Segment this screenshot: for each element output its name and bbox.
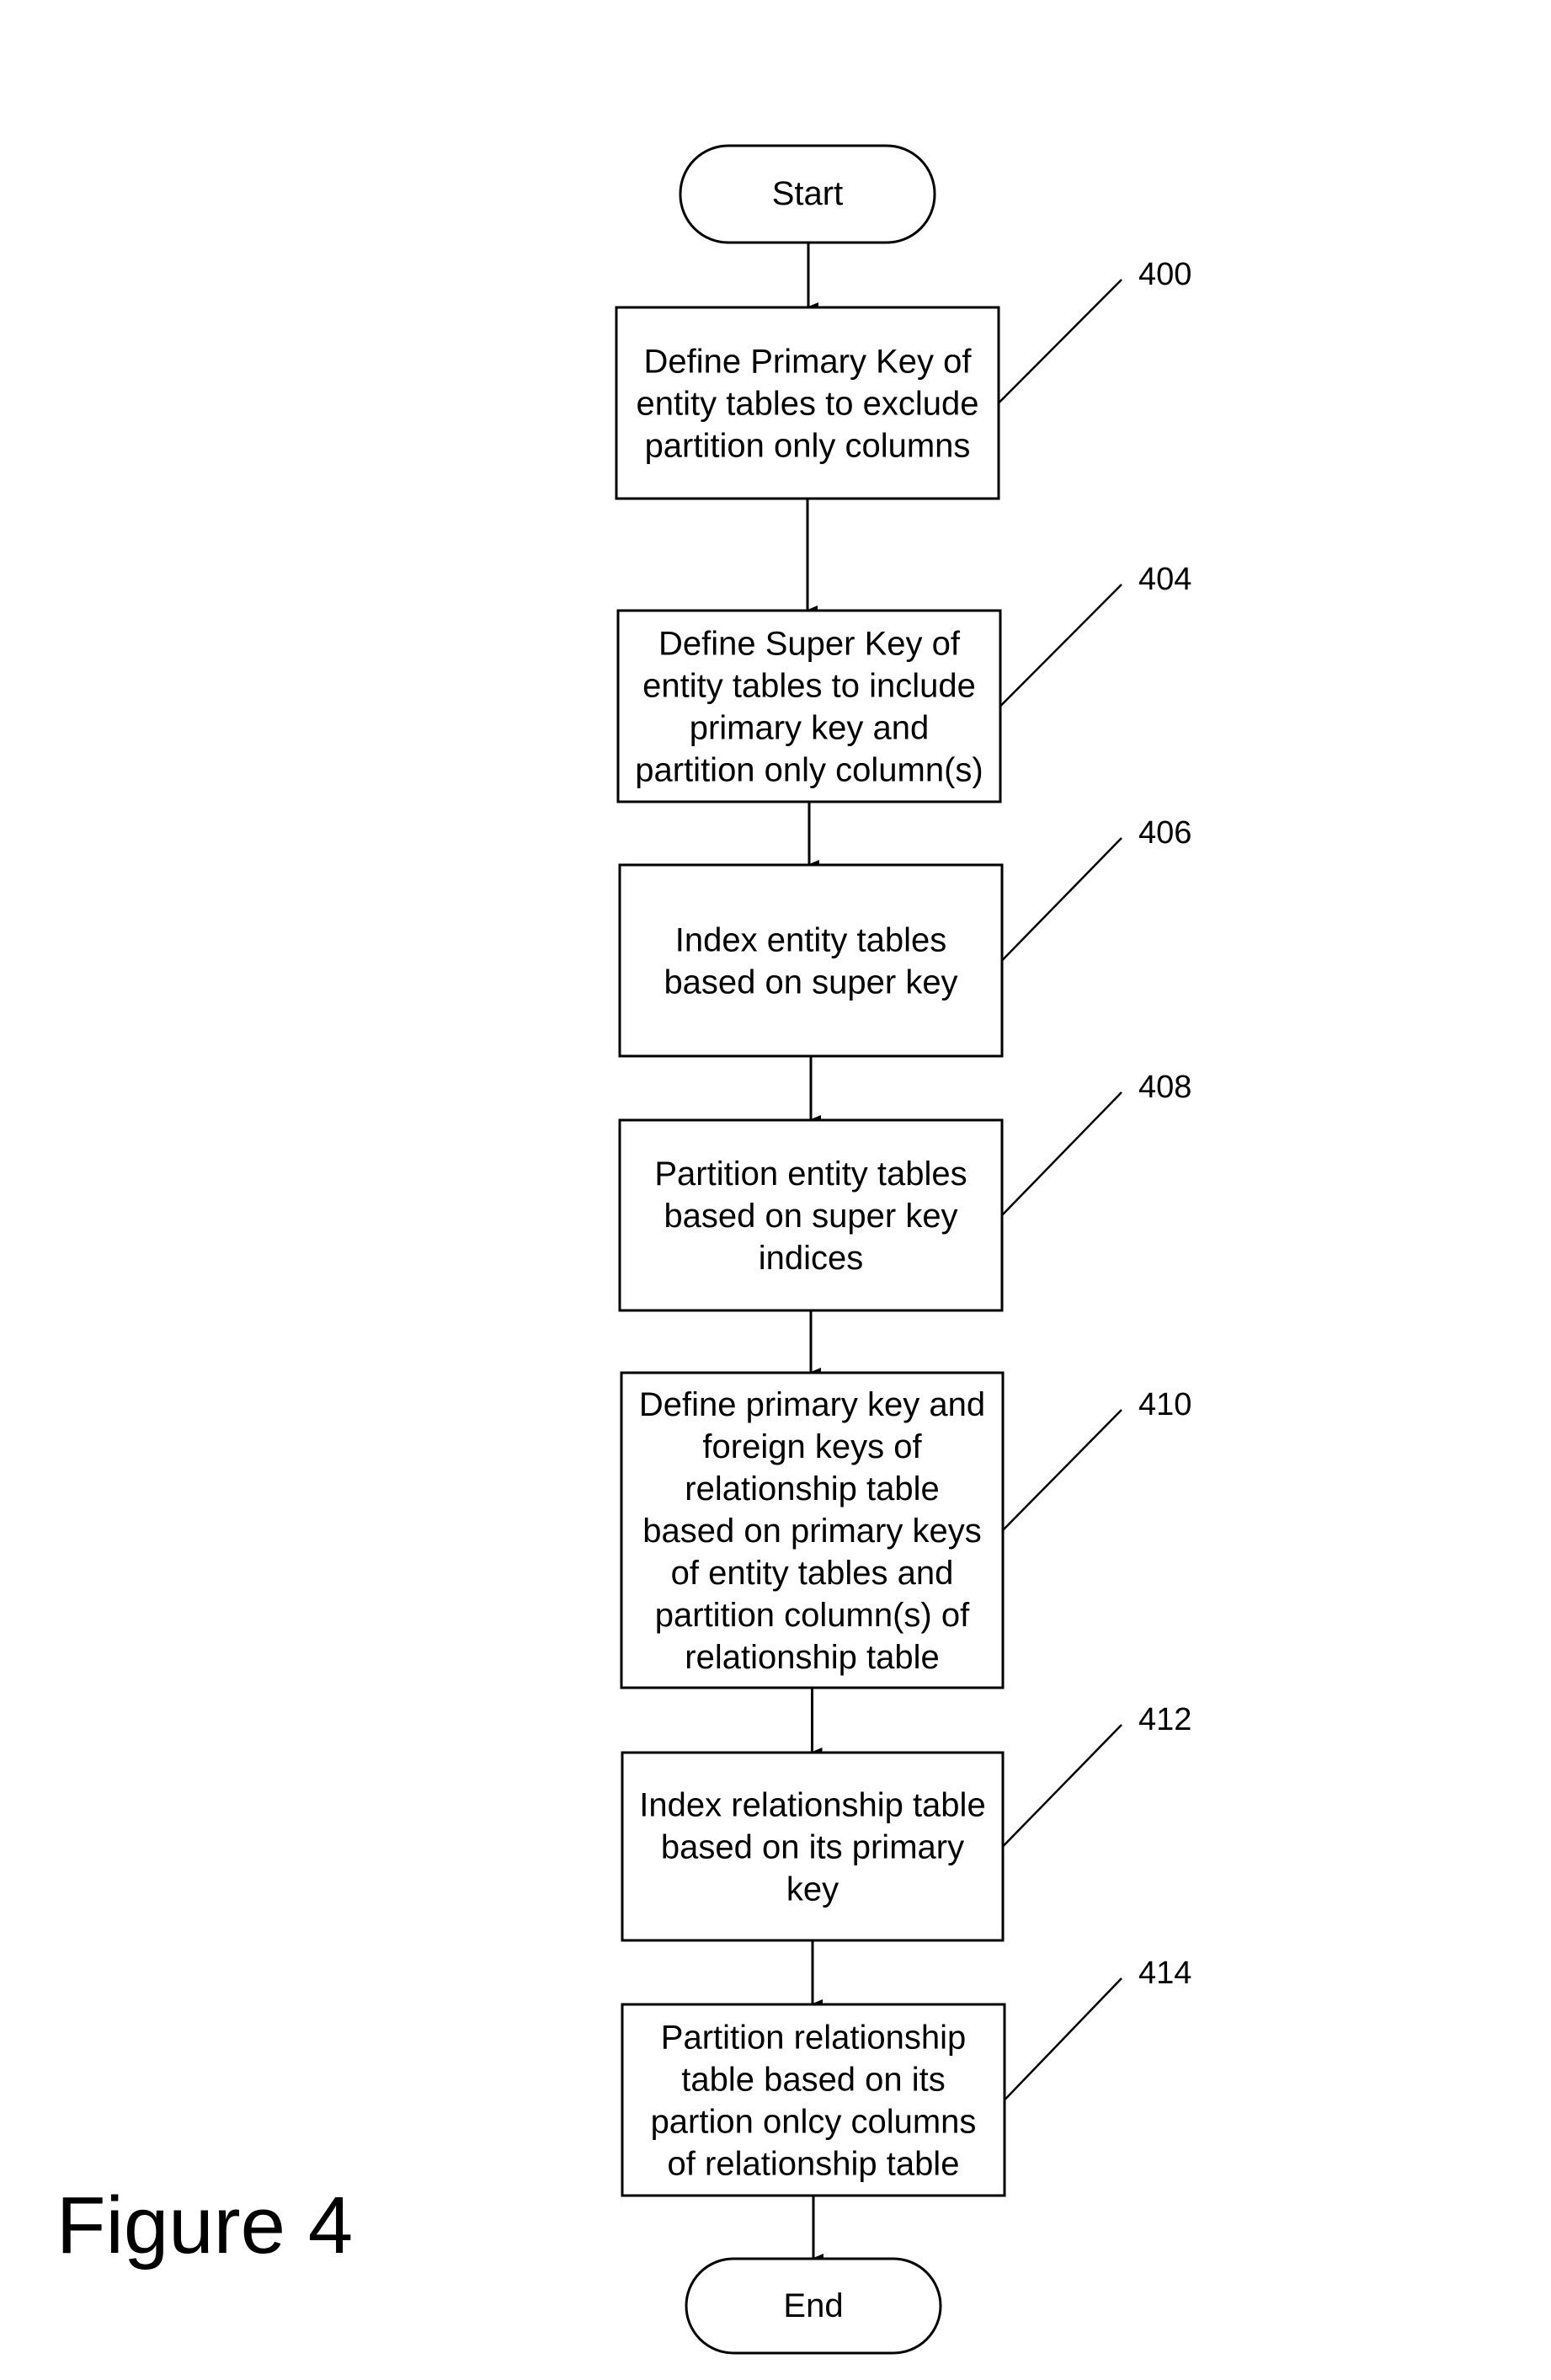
step-text-line: based on super key (664, 964, 957, 1001)
step-text-line: primary key and (690, 710, 930, 747)
process-step-404: Define Super Key of entity tables to incl… (618, 562, 1191, 802)
process-step-408: Partition entity tables based on super ke… (620, 1070, 1191, 1310)
process-step-414: Partition relationship table based on its… (622, 1956, 1191, 2196)
step-text-line: Define Super Key of (658, 626, 961, 663)
step-text-line: based on its primary (661, 1829, 964, 1866)
reference-number: 410 (1138, 1387, 1191, 1422)
reference-number: 406 (1138, 815, 1191, 851)
step-text-line: relationship table (685, 1639, 939, 1676)
step-text-line: Partition relationship (661, 2020, 966, 2057)
process-box (620, 865, 1002, 1056)
step-text-line: Define primary key and (639, 1386, 985, 1423)
reference-leader-line (1005, 1978, 1122, 2100)
step-text-line: table based on its (681, 2062, 946, 2099)
start-label: Start (772, 175, 843, 212)
process-step-410: Define primary key and foreign keys of rel… (621, 1373, 1191, 1688)
process-step-400: Define Primary Key of entity tables to ex… (616, 257, 1191, 499)
start-terminal: Start (680, 146, 935, 243)
reference-number: 414 (1138, 1956, 1191, 1991)
step-text-line: partition only column(s) (635, 752, 983, 789)
step-text-line: partition column(s) of (655, 1597, 970, 1634)
step-text-line: entity tables to exclude (637, 386, 979, 423)
step-text-line: based on primary keys (642, 1513, 981, 1550)
reference-number: 400 (1138, 257, 1191, 292)
reference-number: 412 (1138, 1702, 1191, 1737)
step-text-line: Define Primary Key of (643, 344, 972, 381)
step-text-line: indices (759, 1240, 864, 1277)
step-text-line: Index relationship table (639, 1787, 985, 1824)
reference-leader-line (1000, 584, 1122, 707)
reference-leader-line (1002, 1092, 1122, 1215)
step-text-line: key (786, 1871, 839, 1908)
end-label: End (783, 2287, 843, 2324)
reference-leader-line (1002, 838, 1122, 961)
reference-leader-line (1003, 1410, 1122, 1530)
step-text-line: Partition entity tables (654, 1155, 967, 1193)
step-text-line: of relationship table (668, 2146, 960, 2183)
reference-number: 404 (1138, 562, 1191, 597)
end-terminal: End (686, 2259, 941, 2353)
reference-number: 408 (1138, 1070, 1191, 1105)
step-text-line: partion onlcy columns (651, 2104, 977, 2141)
step-text-line: of entity tables and (671, 1555, 954, 1592)
step-text-line: Index entity tables (675, 922, 946, 959)
step-text-line: foreign keys of (702, 1428, 922, 1465)
reference-leader-line (999, 280, 1122, 403)
step-text-line: partition only columns (645, 428, 971, 465)
step-text-line: relationship table (685, 1470, 939, 1508)
figure-label: Figure 4 (56, 2180, 353, 2271)
reference-leader-line (1003, 1725, 1122, 1847)
step-text-line: based on super key (664, 1198, 957, 1235)
step-text-line: entity tables to include (642, 668, 976, 705)
process-step-412: Index relationship table based on its pri… (622, 1702, 1191, 1940)
process-step-406: Index entity tables based on super key 406 (620, 815, 1191, 1056)
